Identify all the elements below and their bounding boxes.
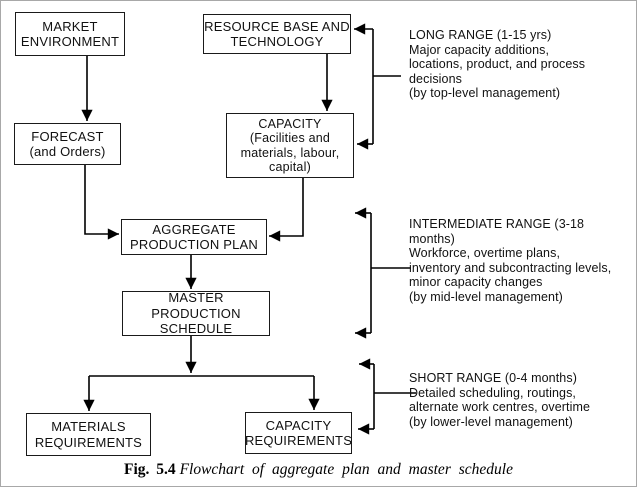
arrow-forecast-to-aggregate [84,165,119,240]
box-aggregate-production-plan: AGGREGATE PRODUCTION PLAN [121,219,267,255]
annotation-intermediate-range: INTERMEDIATE RANGE (3-18 months) Workfor… [409,217,612,304]
box-forecast: FORECAST (and Orders) [14,123,121,165]
bracket-short-range [358,358,416,435]
box-capacity-requirements: CAPACITY REQUIREMENTS [245,412,352,454]
box-master-production-schedule: MASTER PRODUCTION SCHEDULE [122,290,270,336]
figure-caption-text: Flowchart of aggregate plan and master s… [179,461,513,478]
box-capacity: CAPACITY (Facilities and materials, labo… [226,113,354,178]
box-materials-requirements: MATERIALS REQUIREMENTS [26,413,151,456]
bracket-long-range [354,23,401,150]
annotation-long-range: LONG RANGE (1-15 yrs) Major capacity add… [409,28,586,101]
annotation-short-range: SHORT RANGE (0-4 months) Detailed schedu… [409,371,591,429]
figure-caption-label: Fig. 5.4 [124,461,176,478]
box-market-environment: MARKET ENVIRONMENT [15,12,125,56]
box-resource-base-technology: RESOURCE BASE AND TECHNOLOGY [203,14,351,54]
arrow-capacity-to-aggregate [269,178,304,242]
bracket-intermediate-range [355,207,411,339]
figure-caption: Fig. 5.4 Flowchart of aggregate plan and… [1,461,636,479]
